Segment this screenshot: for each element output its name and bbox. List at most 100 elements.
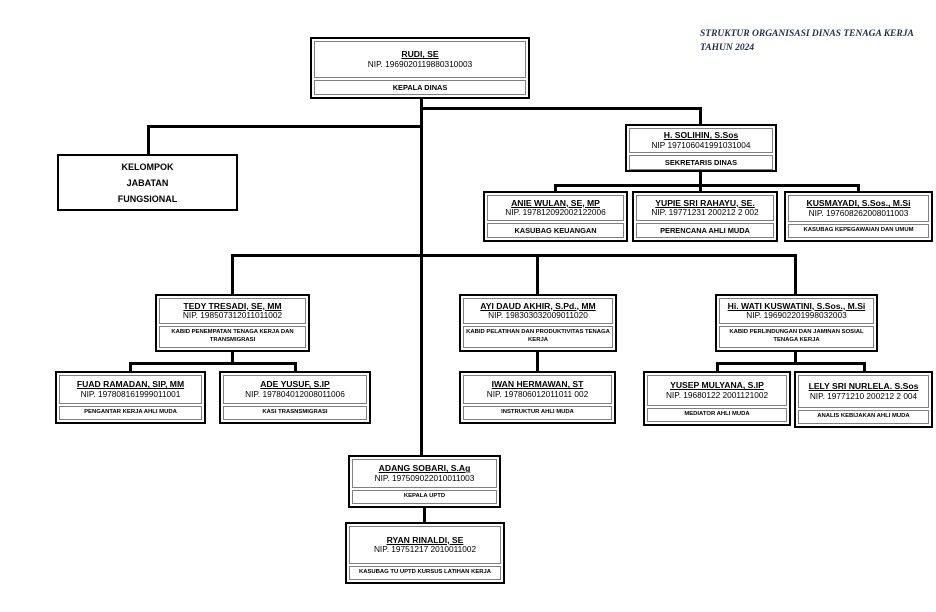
position-cell: MEDIATOR AHLI MUDA: [647, 408, 787, 422]
position-cell: PENGANTAR KERJA AHLI MUDA: [59, 406, 202, 420]
person-name: RUDI, SE: [401, 49, 439, 60]
person-name: ADE YUSUF, S.IP: [260, 379, 330, 390]
person-nip: NIP. 19771231 200212 2 002: [651, 207, 759, 218]
connector-line: [231, 254, 797, 257]
person-name: H. SOLIHIN, S.Sos: [663, 130, 739, 140]
person-nip: NIP. 19751217 2010011002: [373, 544, 477, 555]
position-cell: KEPALA UPTD: [352, 490, 497, 504]
connector-line: [699, 107, 702, 125]
person-name: Hi. WATI KUSWATINI, S.Sos., M.Si: [727, 300, 866, 311]
chart-title-line1: STRUKTUR ORGANISASI DINAS TENAGA KERJA: [700, 29, 914, 39]
person-name: IWAN HERMAWAN, ST: [491, 379, 584, 390]
person-name: YUSEP MULYANA, S.IP: [670, 380, 764, 391]
position-cell: KABID PELATIHAN DAN PRODUKTIVITAS TENAGA…: [463, 326, 613, 348]
person-nip: NIP. 197808161999011001: [80, 388, 181, 399]
person-nip: NIP. 198507312011011002: [182, 310, 283, 321]
chart-title: STRUKTUR ORGANISASI DINAS TENAGA KERJA T…: [700, 28, 936, 56]
person-name: ADANG SOBARI, S.Ag: [378, 463, 471, 474]
functional-group-label: KELOMPOK: [121, 161, 174, 172]
person-name: AYI DAUD AKHIR, S.Pd., MM: [480, 300, 596, 311]
connector-line: [863, 362, 866, 372]
person-nip: NIP. 196902201998032003: [746, 310, 847, 321]
position-title: KASUBAG KEUANGAN: [514, 225, 597, 235]
person-nip: NIP. 19680122 2001121002: [665, 389, 769, 400]
connector-line: [231, 351, 234, 364]
connector-line: [294, 362, 297, 372]
person-name: FUAD RAMADAN, SIP, MM: [76, 379, 185, 390]
connector-line: [857, 184, 860, 192]
person-nip: NIP 197106041991031004: [651, 139, 751, 150]
connector-line: [129, 362, 297, 365]
connector-line: [536, 254, 539, 295]
person-nip: NIP. 197806012011011 002: [486, 388, 589, 399]
person-nip: NIP. 197509022010011003: [374, 472, 475, 483]
position-cell: KASUBAG TU UPTD KURSUS LATIHAN KERJA: [349, 566, 501, 580]
connector-line: [147, 125, 423, 128]
position-title: SEKRETARIS DINAS: [664, 157, 738, 167]
position-title: KABID PERLINDUNGAN DAN JAMINAN SOSIAL TE…: [729, 329, 864, 344]
position-cell: KASUBAG KEUANGAN: [487, 222, 624, 238]
position-title: KASI TRASNSMIGRASI: [262, 409, 328, 416]
person-name: KUSMAYADI, S.Sos., M.Si: [806, 198, 911, 209]
position-title: PENGANTAR KERJA AHLI MUDA: [84, 409, 177, 416]
person-name: ANIE WULAN, SE, MP: [511, 197, 600, 208]
person-nip: NIP. 198303032009011020: [488, 310, 588, 321]
position-cell: KABID PENEMPATAN TENAGA KERJA DAN TRANSM…: [159, 326, 306, 348]
position-title: INSTRUKTUR AHLI MUDA: [501, 409, 574, 416]
connector-line: [423, 507, 426, 523]
connector-line: [794, 351, 797, 364]
connector-line: [794, 254, 797, 295]
person-nip: NIP. 1969020119880310003: [367, 58, 473, 69]
person-name: RYAN RINALDI, SE: [386, 534, 464, 545]
position-title: KABID PENEMPATAN TENAGA KERJA DAN TRANSM…: [171, 329, 294, 344]
person-name: TEDY TRESADI, SE, MM: [183, 300, 282, 311]
connector-line: [716, 362, 719, 372]
connector-line: [554, 184, 860, 187]
connector-line: [147, 125, 150, 155]
person-name: LELY SRI NURLELA. S.Sos: [808, 381, 919, 392]
chart-title-line2: TAHUN 2024: [700, 42, 755, 53]
functional-group-label: FUNGSIONAL: [117, 193, 178, 204]
person-nip: NIP. 197812092002122006: [505, 207, 606, 218]
position-title: KASUBAG TU UPTD KURSUS LATIHAN KERJA: [358, 569, 492, 576]
person-nip: NIP. 19771210 200212 2 004: [809, 390, 918, 401]
position-title: MEDIATOR AHLI MUDA: [684, 411, 750, 418]
connector-line: [420, 107, 701, 110]
position-cell: KASUBAG KEPEGAWAIAN DAN UMUM: [788, 224, 929, 238]
position-cell: INSTRUKTUR AHLI MUDA: [463, 406, 612, 420]
position-title: KEPALA UPTD: [403, 493, 446, 500]
position-cell: KASI TRASNSMIGRASI: [223, 406, 367, 420]
person-name: YUPIE SRI RAHAYU, SE.: [655, 197, 755, 208]
person-nip: NIP. 197804012008011006: [245, 388, 345, 399]
connector-line: [716, 362, 866, 365]
position-cell: ANALIS KEBIJAKAN AHLI MUDA: [798, 410, 929, 424]
position-title: KABID PELATIHAN DAN PRODUKTIVITAS TENAGA…: [466, 329, 610, 344]
position-title: PERENCANA AHLI MUDA: [660, 225, 750, 235]
position-cell: PERENCANA AHLI MUDA: [636, 222, 774, 238]
connector-line: [420, 99, 423, 457]
org-box-perencana-ahli-muda: YUPIE SRI RAHAYU, SE.NIP. 19771231 20021…: [632, 191, 778, 242]
